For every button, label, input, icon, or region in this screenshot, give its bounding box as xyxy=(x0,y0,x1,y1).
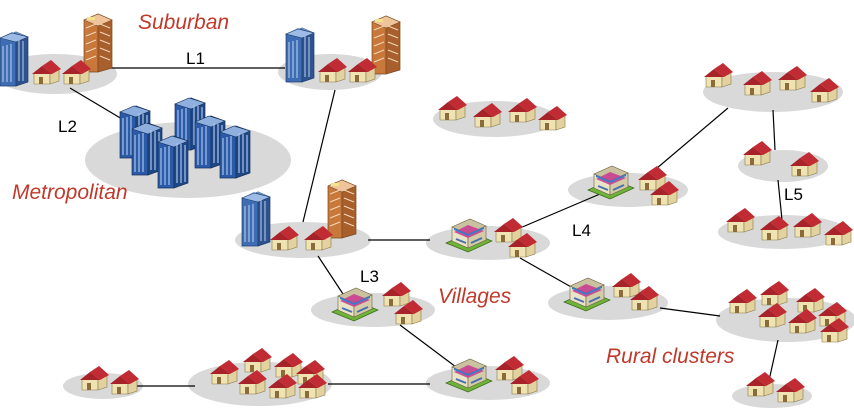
house-icon xyxy=(381,281,412,307)
house-icon xyxy=(727,288,758,314)
house-icon xyxy=(437,95,468,121)
suburban-east-buildings xyxy=(285,15,401,83)
house-icon xyxy=(759,280,790,306)
link-label-l4: L4 xyxy=(572,221,591,240)
house-icon xyxy=(493,217,524,243)
link-label-l2: L2 xyxy=(58,117,77,136)
label-metropolitan: Metropolitan xyxy=(12,181,128,204)
house-icon xyxy=(611,272,642,298)
link-village3-village5 xyxy=(399,324,461,371)
link-village1-rural-top xyxy=(649,107,729,175)
link-label-l3: L3 xyxy=(360,267,379,286)
house-icon xyxy=(242,347,273,373)
link-label-l1: L1 xyxy=(186,49,205,68)
link-l3 xyxy=(317,255,346,298)
link-village4-rural xyxy=(659,307,721,317)
office-tower-icon xyxy=(241,191,271,247)
house-icon xyxy=(795,287,826,313)
house-icon xyxy=(725,207,756,233)
office-tower-icon xyxy=(219,125,251,179)
link-label-l5: L5 xyxy=(784,185,803,204)
metropolitan-buildings xyxy=(119,97,251,189)
link-l5-lower xyxy=(777,179,783,221)
link-l4 xyxy=(519,193,601,229)
office-tower-icon xyxy=(285,27,315,83)
office-tower-icon xyxy=(131,122,163,176)
house-icon xyxy=(777,65,808,91)
house-icon xyxy=(79,365,110,391)
label-suburban: Suburban xyxy=(138,11,230,34)
label-villages: Villages xyxy=(438,285,512,308)
house-icon xyxy=(507,97,538,123)
house-icon xyxy=(742,140,773,166)
link-suburban-hub xyxy=(302,89,336,223)
office-tower-icon xyxy=(371,15,401,75)
link-l5-upper xyxy=(772,109,776,151)
office-tower-icon xyxy=(83,13,113,73)
office-tower-icon xyxy=(157,135,189,189)
cluster-rural-top xyxy=(703,72,843,112)
office-tower-icon xyxy=(0,31,29,87)
house-icon xyxy=(775,377,806,403)
office-tower-icon xyxy=(327,179,357,239)
label-rural-clusters: Rural clusters xyxy=(606,345,735,368)
house-icon xyxy=(703,62,734,88)
